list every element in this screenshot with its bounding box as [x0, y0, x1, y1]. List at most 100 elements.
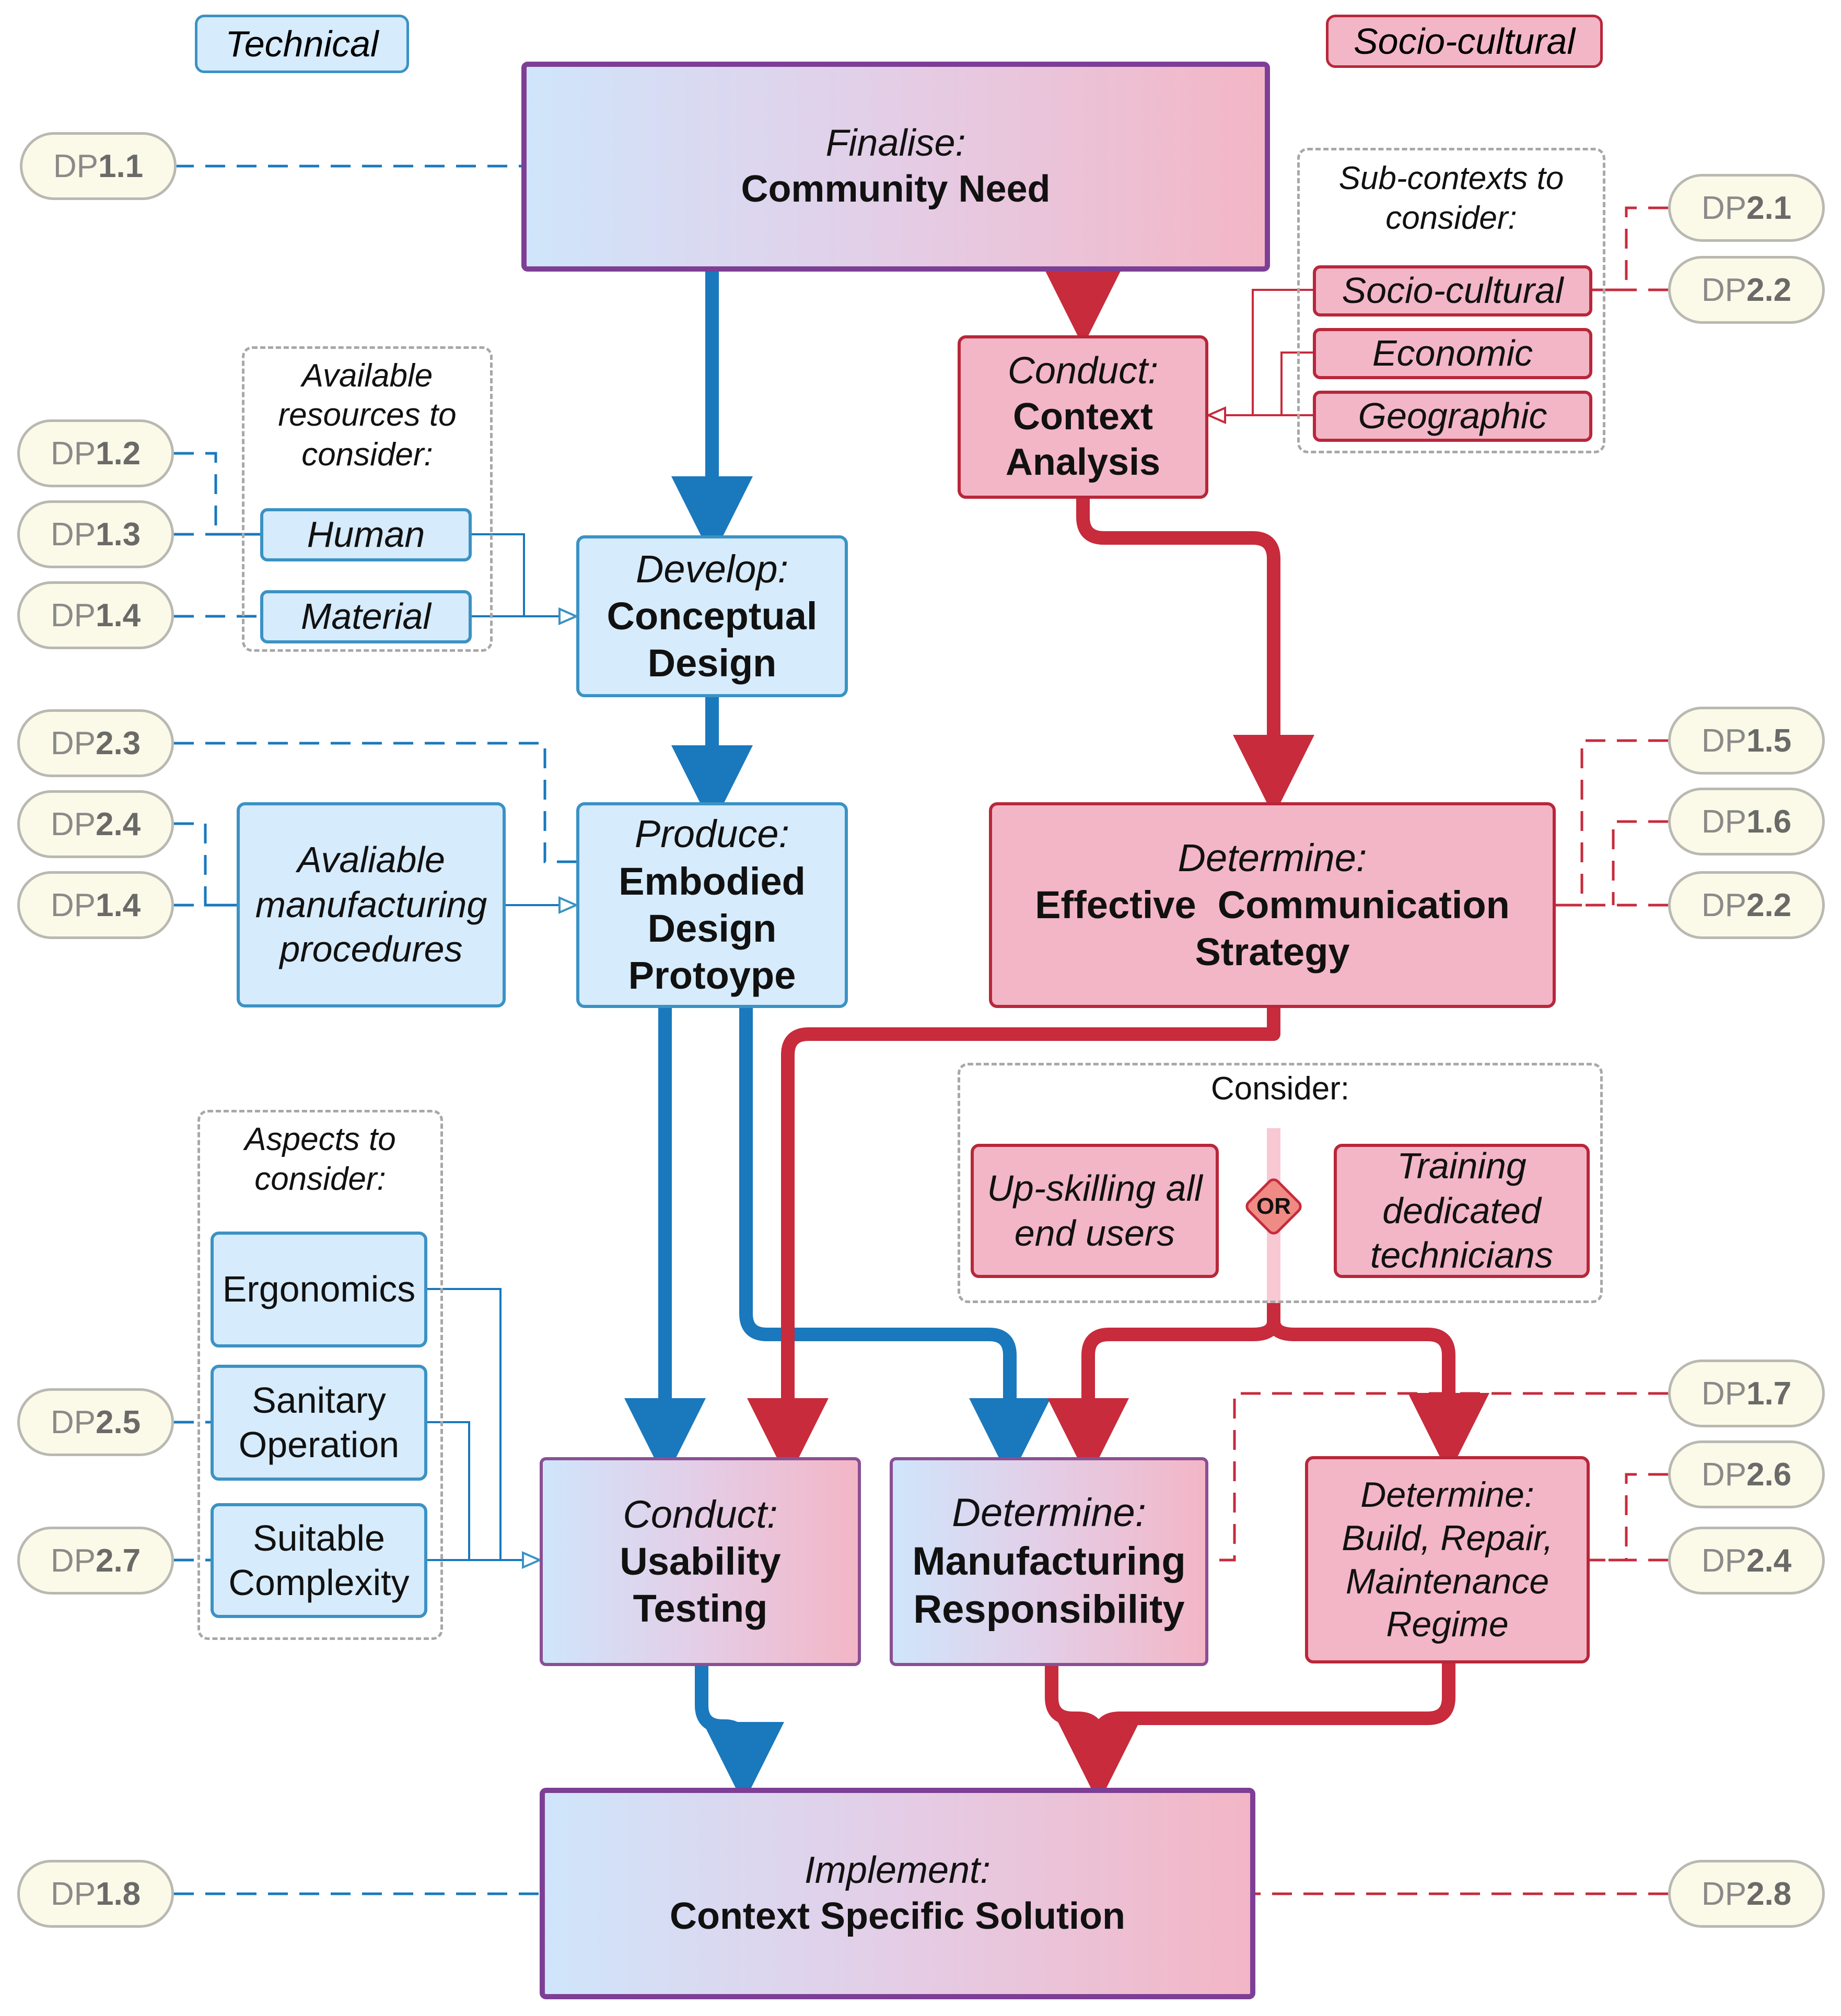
- dp-link-2-6: [1590, 1473, 1668, 1562]
- node-context-analysis-title-2: Analysis: [1005, 441, 1161, 484]
- manufacturing-procedures: Avaliable manufacturing procedures: [237, 802, 506, 1007]
- manufacturing-procedures-line-1: Avaliable: [297, 839, 445, 881]
- link-ergonomics-to-usability: [427, 1288, 540, 1561]
- node-build-regime-line-1: Determine:: [1360, 1474, 1534, 1515]
- node-community-need-verb: Finalise:: [825, 122, 966, 165]
- node-conceptual-design-title-1: Conceptual: [607, 594, 818, 638]
- node-build-regime-line-4: Regime: [1386, 1604, 1509, 1645]
- manufacturing-procedures-line-3: procedures: [279, 929, 463, 970]
- aspect-sanitary-line-1: Sanitary: [252, 1379, 386, 1421]
- aspects-group: [197, 1110, 443, 1640]
- aspect-sanitary-operation: Sanitary Operation: [211, 1365, 427, 1481]
- node-embodied-design-title-1: Embodied: [619, 859, 806, 903]
- consider-option-upskilling-line-2: end users: [1014, 1212, 1175, 1253]
- node-community-need-title: Community Need: [741, 168, 1051, 210]
- consider-option-training-line-1: Training: [1397, 1145, 1527, 1187]
- aspect-sanitary-line-2: Operation: [238, 1424, 400, 1465]
- flow-regime-to-solution: [1092, 1663, 1455, 1740]
- node-communication-strategy: Determine: Effective Communication Strat…: [989, 802, 1556, 1008]
- node-solution-verb: Implement:: [804, 1849, 991, 1891]
- or-label: OR: [1256, 1193, 1291, 1220]
- sub-contexts-group: [1297, 148, 1605, 453]
- dp-link-2-4a: [174, 822, 237, 907]
- node-context-analysis-verb: Conduct:: [1007, 349, 1159, 392]
- dp-link-2-3: [174, 742, 576, 863]
- node-communication-strategy-title-1: Effective Communication: [1035, 883, 1510, 927]
- aspects-heading-line-1: Aspects to: [244, 1121, 396, 1158]
- node-communication-strategy-title-2: Strategy: [1195, 930, 1350, 974]
- resources-group: [242, 346, 493, 652]
- manufacturing-procedures-line-2: manufacturing: [255, 884, 487, 925]
- aspects-heading-line-2: consider:: [254, 1161, 386, 1197]
- node-conceptual-design-verb: Develop:: [635, 547, 789, 591]
- sub-context-geographic: Geographic: [1313, 391, 1592, 442]
- sub-contexts-heading: Sub-contexts to consider:: [1297, 151, 1605, 245]
- resources-heading-line-1: Available: [301, 357, 433, 394]
- flow-consider-to-manufacturing: [1047, 1303, 1280, 1480]
- node-manufacturing-responsibility: Determine: Manufacturing Responsibility: [890, 1457, 1208, 1666]
- node-usability-testing-title-1: Usability: [620, 1539, 781, 1583]
- node-context-analysis-title-1: Context: [1013, 395, 1153, 438]
- node-manufacturing-responsibility-title-1: Manufacturing: [912, 1539, 1186, 1584]
- consider-option-upskilling: Up-skilling all end users: [971, 1144, 1219, 1278]
- node-build-regime-line-3: Maintenance: [1345, 1561, 1549, 1601]
- node-manufacturing-responsibility-verb: Determine:: [952, 1490, 1146, 1535]
- node-embodied-design: Produce: Embodied Design Protoype: [576, 802, 848, 1008]
- resource-material: Material: [260, 590, 472, 643]
- legend-socio-cultural: Socio-cultural: [1326, 15, 1603, 68]
- node-context-analysis: Conduct: Context Analysis: [958, 335, 1208, 499]
- aspect-ergonomics-label: Ergonomics: [222, 1269, 416, 1310]
- sub-contexts-heading-line-1: Sub-contexts to: [1338, 160, 1564, 197]
- node-manufacturing-responsibility-title-2: Responsibility: [913, 1587, 1185, 1632]
- consider-option-training-line-3: technicians: [1370, 1235, 1554, 1276]
- node-build-regime-line-2: Build, Repair,: [1342, 1518, 1553, 1558]
- flow-consider-to-regime: [1267, 1303, 1489, 1474]
- node-conceptual-design: Develop: Conceptual Design: [576, 535, 848, 697]
- resources-heading-line-3: consider:: [301, 436, 433, 473]
- node-solution: Implement: Context Specific Solution: [540, 1788, 1255, 1999]
- flow-usability-to-solution: [695, 1666, 784, 1803]
- sub-contexts-heading-line-2: consider:: [1385, 200, 1517, 236]
- flow-manufacturing-to-solution: [1045, 1666, 1139, 1803]
- or-diamond: OR: [1242, 1175, 1305, 1238]
- node-conceptual-design-title-2: Design: [647, 641, 777, 685]
- node-communication-strategy-verb: Determine:: [1178, 836, 1367, 880]
- dp-link-1-7: [1208, 1392, 1668, 1562]
- aspect-suitable-complexity: Suitable Complexity: [211, 1503, 427, 1618]
- node-usability-testing-verb: Conduct:: [623, 1492, 778, 1536]
- link-sanitary-to-usability: [427, 1421, 540, 1561]
- aspect-complexity-line-1: Suitable: [253, 1517, 385, 1558]
- resources-heading-line-2: resources to: [278, 397, 457, 433]
- node-community-need: Finalise: Community Need: [521, 62, 1270, 272]
- flow-communication-to-usability: [747, 1008, 1280, 1480]
- node-embodied-design-title-3: Protoype: [628, 954, 796, 998]
- consider-option-upskilling-line-1: Up-skilling all: [987, 1168, 1203, 1209]
- aspects-heading: Aspects to consider:: [197, 1115, 443, 1204]
- aspect-ergonomics: Ergonomics: [211, 1232, 427, 1347]
- sub-context-socio-cultural: Socio-cultural: [1313, 265, 1592, 317]
- consider-heading: Consider:: [1210, 1071, 1350, 1107]
- node-usability-testing-title-2: Testing: [633, 1587, 768, 1631]
- node-embodied-design-verb: Produce:: [634, 812, 790, 856]
- flow-context-to-communication: [1076, 499, 1314, 816]
- consider-group: [958, 1063, 1603, 1303]
- resource-human: Human: [260, 508, 472, 561]
- dp-link-1-6: [1612, 820, 1668, 905]
- legend-technical: Technical: [195, 15, 409, 73]
